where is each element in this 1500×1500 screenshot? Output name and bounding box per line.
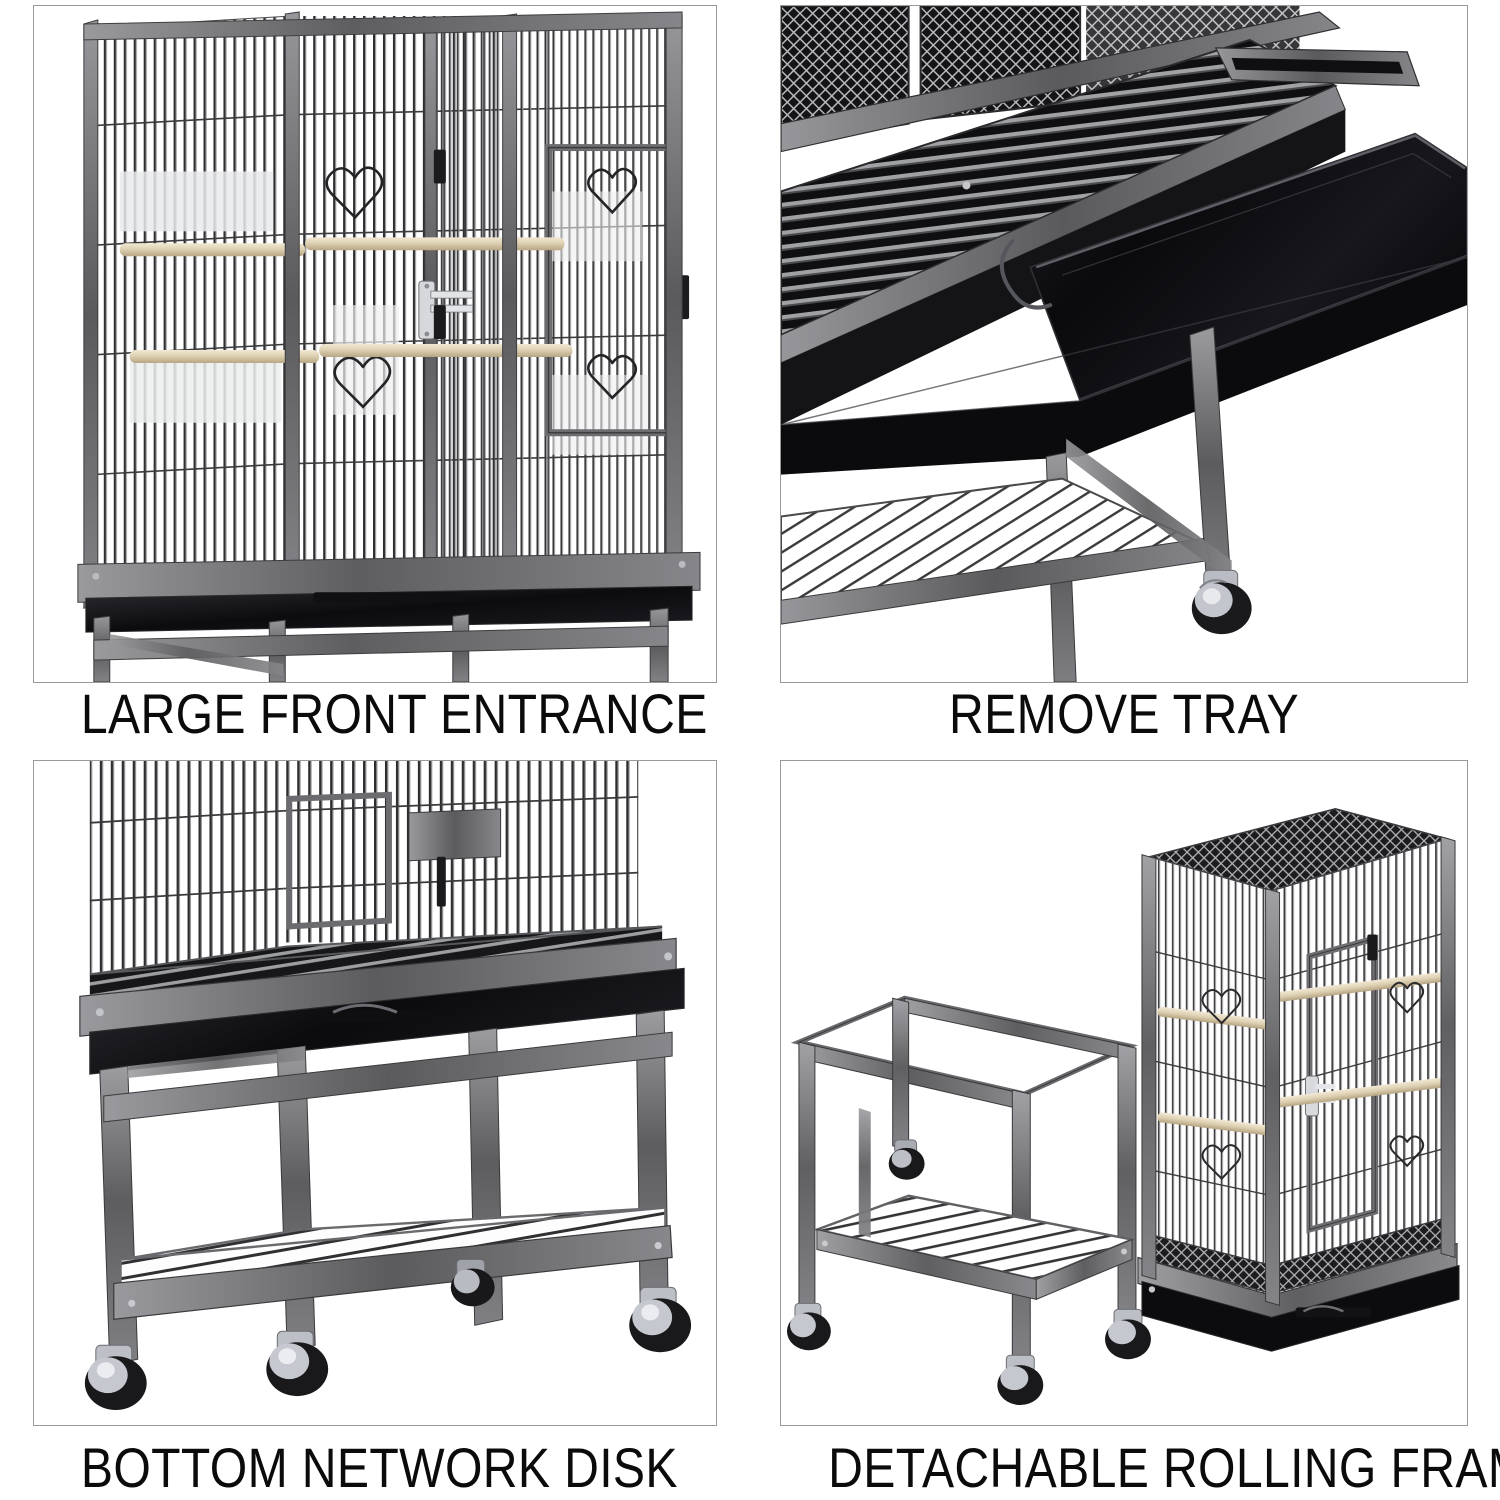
stand-caster-rear — [888, 1139, 925, 1180]
panel-2-image — [781, 6, 1467, 682]
cage-frame — [83, 11, 683, 609]
detachable-frame-illustration — [781, 761, 1467, 1425]
stand-caster-right — [1105, 1308, 1151, 1360]
lower-wire-shelf — [113, 1206, 673, 1320]
detached-cage-body — [1137, 808, 1460, 1352]
tray-slot-rail — [1214, 47, 1420, 87]
stand-rail — [1066, 438, 1232, 583]
caster-front-left — [84, 1344, 147, 1411]
removable-tray — [781, 132, 1467, 475]
stand-caster-left — [786, 1302, 831, 1351]
heart-wire-decor — [325, 166, 638, 409]
feature-panel-large-front-entrance — [33, 5, 717, 683]
feature-panel-bottom-network-disk — [33, 760, 717, 1426]
panel-1-caption: LARGE FRONT ENTRANCE — [80, 682, 708, 745]
stand-caster-front — [997, 1354, 1044, 1406]
bottom-grid-illustration — [34, 761, 716, 1425]
caster-rear-mid — [450, 1259, 495, 1307]
door-latch — [418, 280, 474, 340]
panel-4-caption: DETACHABLE ROLLING FRAME — [828, 1436, 1500, 1499]
panel-4-image — [781, 761, 1467, 1425]
base-rail-and-tray — [79, 937, 685, 1075]
caster-front-mid — [266, 1330, 329, 1397]
feature-panel-detachable-rolling-frame — [780, 760, 1468, 1426]
panel-1-image — [34, 6, 716, 682]
stand-frame — [93, 607, 669, 682]
caster-front-right — [629, 1286, 692, 1353]
stand-upper-rails — [103, 1031, 673, 1123]
cage-base-and-tray — [77, 551, 701, 633]
caster-wheel — [1191, 569, 1252, 635]
remove-tray-illustration — [781, 6, 1467, 682]
panel-2-caption: REMOVE TRAY — [949, 682, 1299, 745]
cage-front-illustration — [34, 6, 716, 682]
detached-rolling-stand — [786, 995, 1151, 1406]
panel-3-caption: BOTTOM NETWORK DISK — [80, 1436, 678, 1499]
panel-3-image — [34, 761, 716, 1425]
open-door-panels — [286, 791, 502, 930]
feature-panel-remove-tray — [780, 5, 1468, 683]
